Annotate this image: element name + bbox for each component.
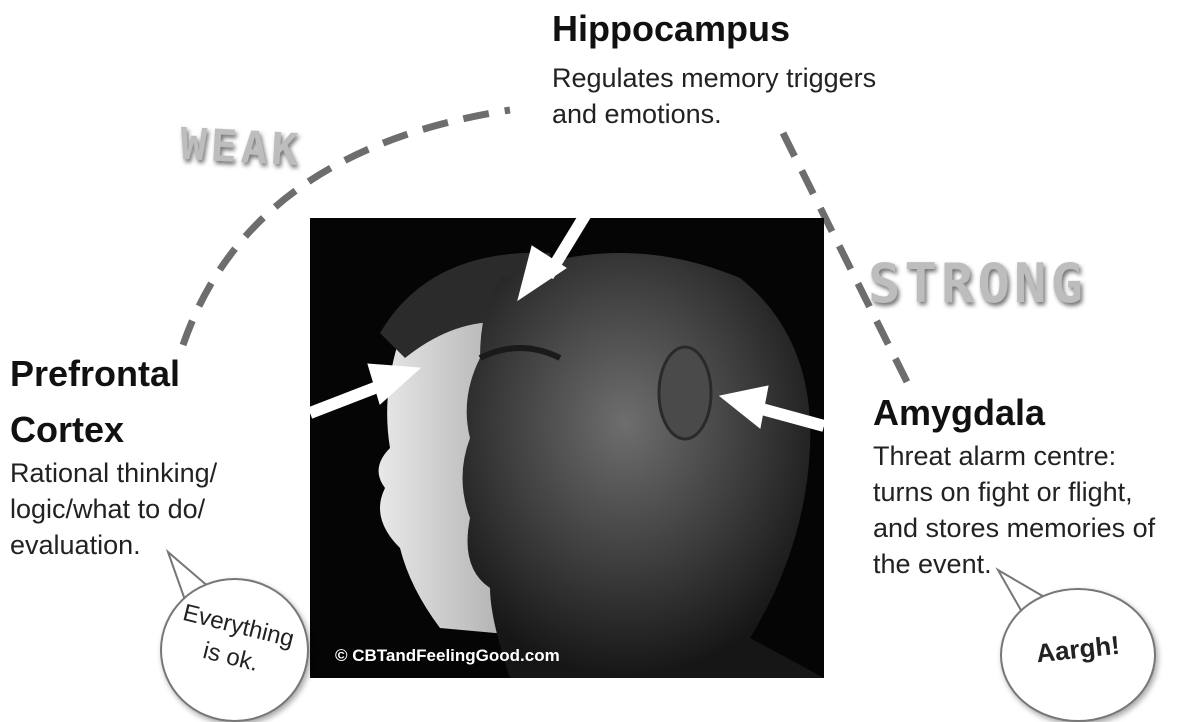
everything-ok-bubble: Everything is ok. [160, 578, 309, 722]
aargh-bubble: Aargh! [1000, 588, 1156, 722]
everything-ok-text: Everything is ok. [166, 596, 303, 688]
aargh-text: Aargh! [1013, 627, 1144, 671]
